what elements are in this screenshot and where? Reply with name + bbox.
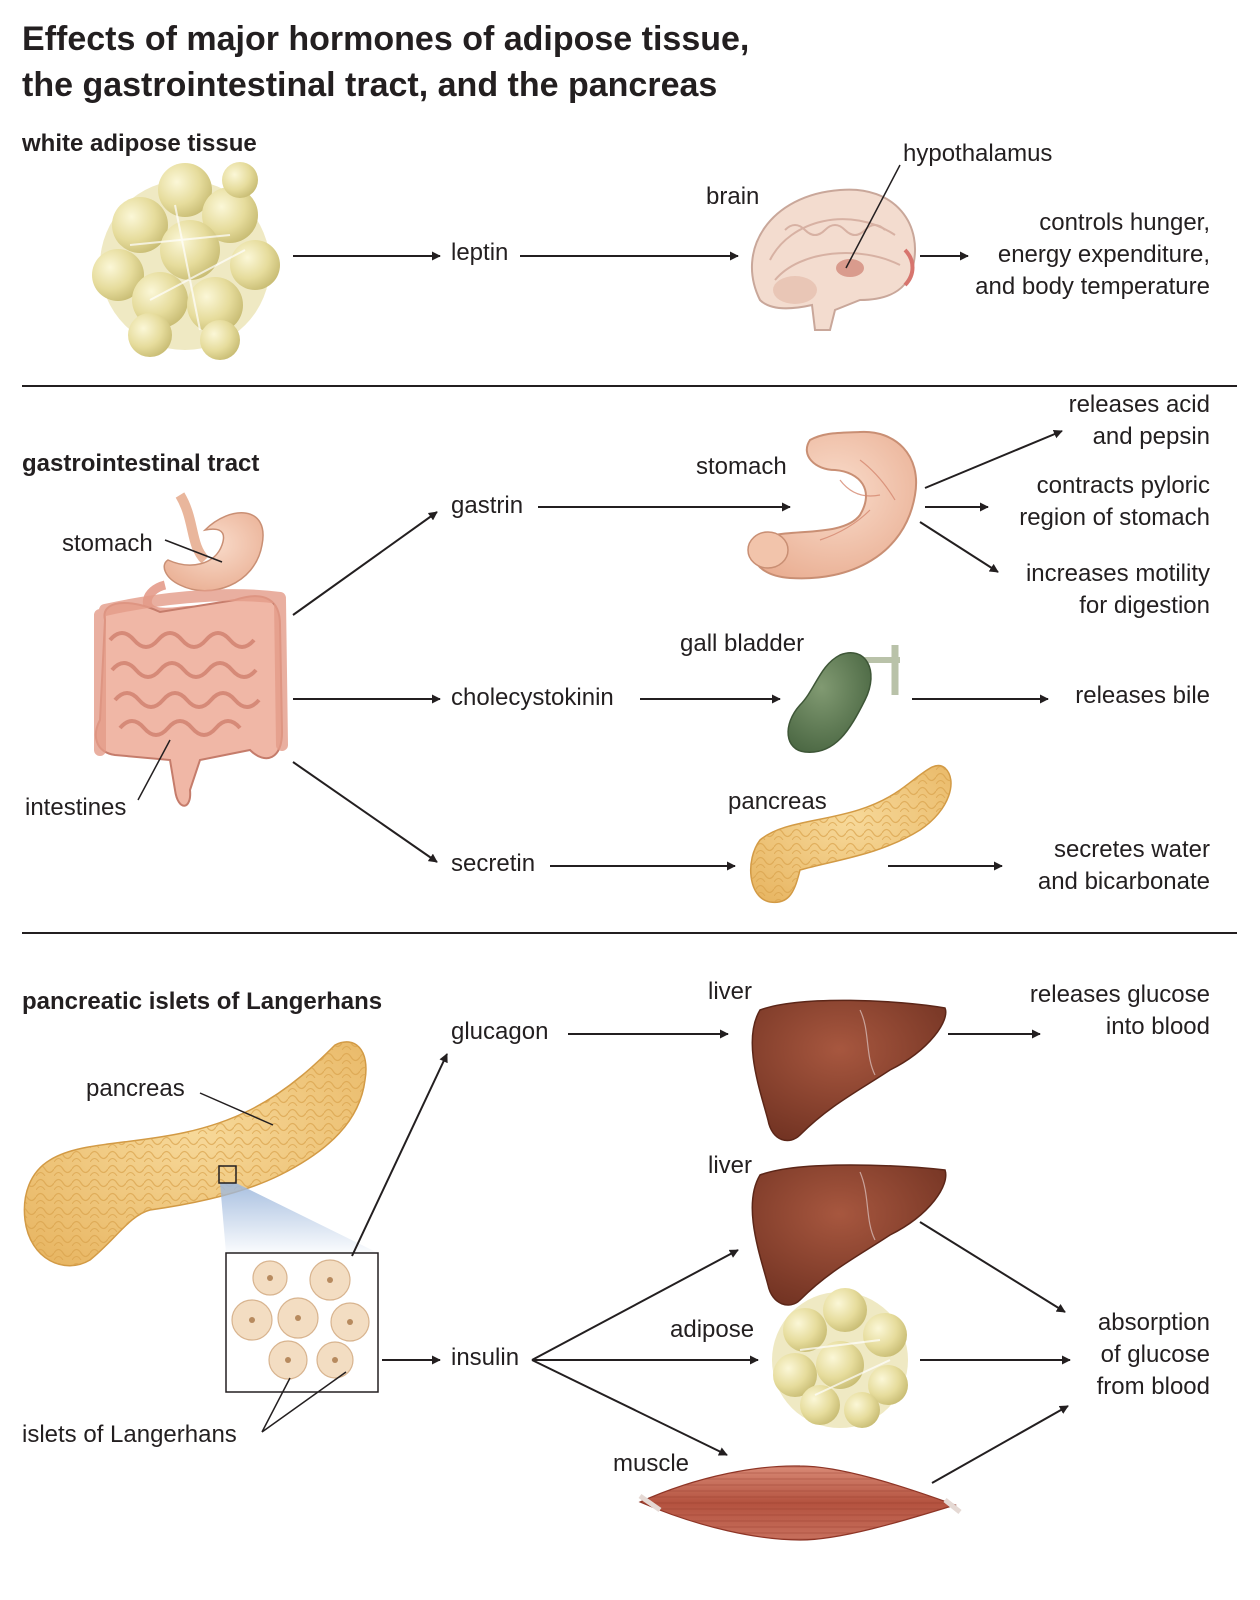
section-divider-1 — [22, 385, 1237, 387]
pancreas-leader-line — [199, 1092, 274, 1126]
title-line-2: the gastrointestinal tract, and the panc… — [22, 66, 718, 104]
arrow-stomach-to-motility — [919, 521, 999, 573]
label-gi-stomach: stomach — [62, 530, 153, 557]
label-gall-bladder: gall bladder — [680, 630, 805, 657]
effect-pyloric: contracts pyloric region of stomach — [1019, 472, 1210, 531]
effect-water-bicarbonate: secretes water and bicarbonate — [1037, 836, 1210, 895]
heading-white-adipose-tissue: white adipose tissue — [22, 130, 257, 157]
effect-acid-pepsin: releases acid and pepsin — [1068, 391, 1210, 450]
label-hypothalamus: hypothalamus — [903, 140, 1053, 167]
islets-leader-line-1 — [261, 1377, 291, 1433]
muscle-illustration — [638, 1465, 962, 1541]
intestines-leader-line — [137, 739, 171, 801]
arrow-inset-to-glucagon — [351, 1053, 448, 1257]
brain-illustration — [750, 188, 917, 331]
label-liver-1: liver — [708, 978, 753, 1005]
label-secretin: secretin — [451, 850, 536, 877]
adipose-illustration-small — [772, 1288, 908, 1428]
effect-bile: releases bile — [1075, 682, 1210, 709]
arrow-gi-to-secretin — [292, 761, 438, 863]
liver-illustration-2 — [751, 1164, 947, 1306]
label-gastrin: gastrin — [451, 492, 524, 519]
label-stomach-target: stomach — [696, 453, 787, 480]
gi-tract-illustration — [94, 492, 288, 807]
label-pancreas: pancreas — [86, 1075, 185, 1102]
label-pancreas-target: pancreas — [728, 788, 827, 815]
pancreas-target-illustration — [749, 764, 952, 904]
arrow-insulin-to-liver — [531, 1249, 739, 1361]
diagram-title: Effects of major hormones of adipose tis… — [22, 16, 749, 108]
arrow-liver-to-absorption — [919, 1221, 1066, 1313]
islets-inset — [225, 1252, 379, 1393]
heading-gastrointestinal-tract: gastrointestinal tract — [22, 450, 260, 477]
stomach-target-illustration — [747, 430, 918, 580]
label-muscle: muscle — [613, 1450, 690, 1477]
islets-leader-line-2 — [261, 1371, 347, 1433]
title-line-1: Effects of major hormones of adipose tis… — [22, 20, 750, 58]
label-leptin: leptin — [451, 239, 509, 266]
arrow-stomach-to-acid — [924, 429, 1063, 489]
heading-pancreatic-islets: pancreatic islets of Langerhans — [22, 988, 383, 1015]
effect-leptin: controls hunger, energy expenditure, and… — [975, 209, 1210, 300]
label-brain: brain — [706, 183, 760, 210]
label-insulin: insulin — [451, 1344, 520, 1371]
arrow-gi-to-gastrin — [292, 511, 438, 616]
adipose-tissue-illustration — [92, 162, 280, 360]
stomach-leader-line — [164, 539, 223, 563]
arrow-muscle-to-absorption — [931, 1405, 1069, 1484]
label-glucagon: glucagon — [451, 1018, 549, 1045]
hypothalamus-leader-line — [845, 164, 901, 269]
label-adipose: adipose — [670, 1316, 755, 1343]
liver-illustration-1 — [751, 999, 947, 1142]
label-intestines: intestines — [25, 794, 127, 821]
label-liver-2: liver — [708, 1152, 753, 1179]
arrow-insulin-to-muscle — [531, 1359, 728, 1456]
pancreas-islets-illustration — [23, 1041, 378, 1267]
label-islets-of-langerhans: islets of Langerhans — [22, 1421, 237, 1448]
gallbladder-illustration — [787, 645, 900, 753]
effect-absorption-glucose: absorption of glucose from blood — [1096, 1309, 1210, 1400]
effect-motility: increases motility for digestion — [1025, 560, 1210, 619]
section-divider-2 — [22, 932, 1237, 934]
effect-release-glucose: releases glucose into blood — [1029, 981, 1210, 1040]
label-cholecystokinin: cholecystokinin — [451, 684, 614, 711]
